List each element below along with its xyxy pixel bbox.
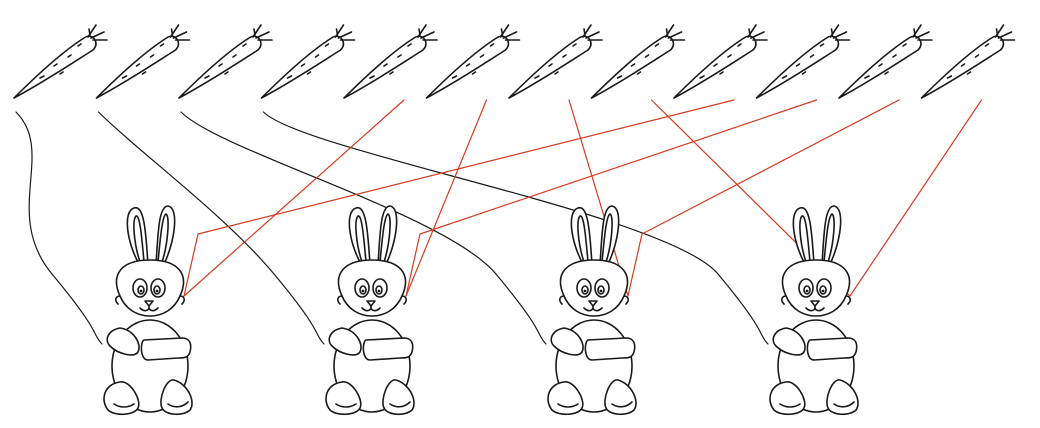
- bunny-icon: [104, 206, 192, 414]
- bunny-icon: [326, 206, 414, 414]
- connection-line: [184, 100, 734, 296]
- bunny-row: [104, 206, 858, 414]
- carrot-icon: [922, 25, 1015, 98]
- connection-line: [264, 112, 769, 344]
- bunny-icon: [548, 206, 636, 414]
- carrot-icon: [839, 25, 932, 98]
- carrot-icon: [344, 25, 437, 98]
- connection-line: [16, 112, 102, 344]
- connection-line: [406, 100, 487, 296]
- bunny-icon: [770, 206, 858, 414]
- carrot-icon: [427, 25, 520, 98]
- carrot-icon: [97, 25, 190, 98]
- carrot-row: [14, 25, 1015, 98]
- connection-line: [850, 100, 982, 296]
- carrot-icon: [179, 25, 272, 98]
- carrot-icon: [592, 25, 685, 98]
- carrot-icon: [674, 25, 767, 98]
- carrot-icon: [14, 25, 107, 98]
- carrot-icon: [757, 25, 850, 98]
- carrot-icon: [509, 25, 602, 98]
- carrot-icon: [262, 25, 355, 98]
- connection-line: [628, 100, 899, 296]
